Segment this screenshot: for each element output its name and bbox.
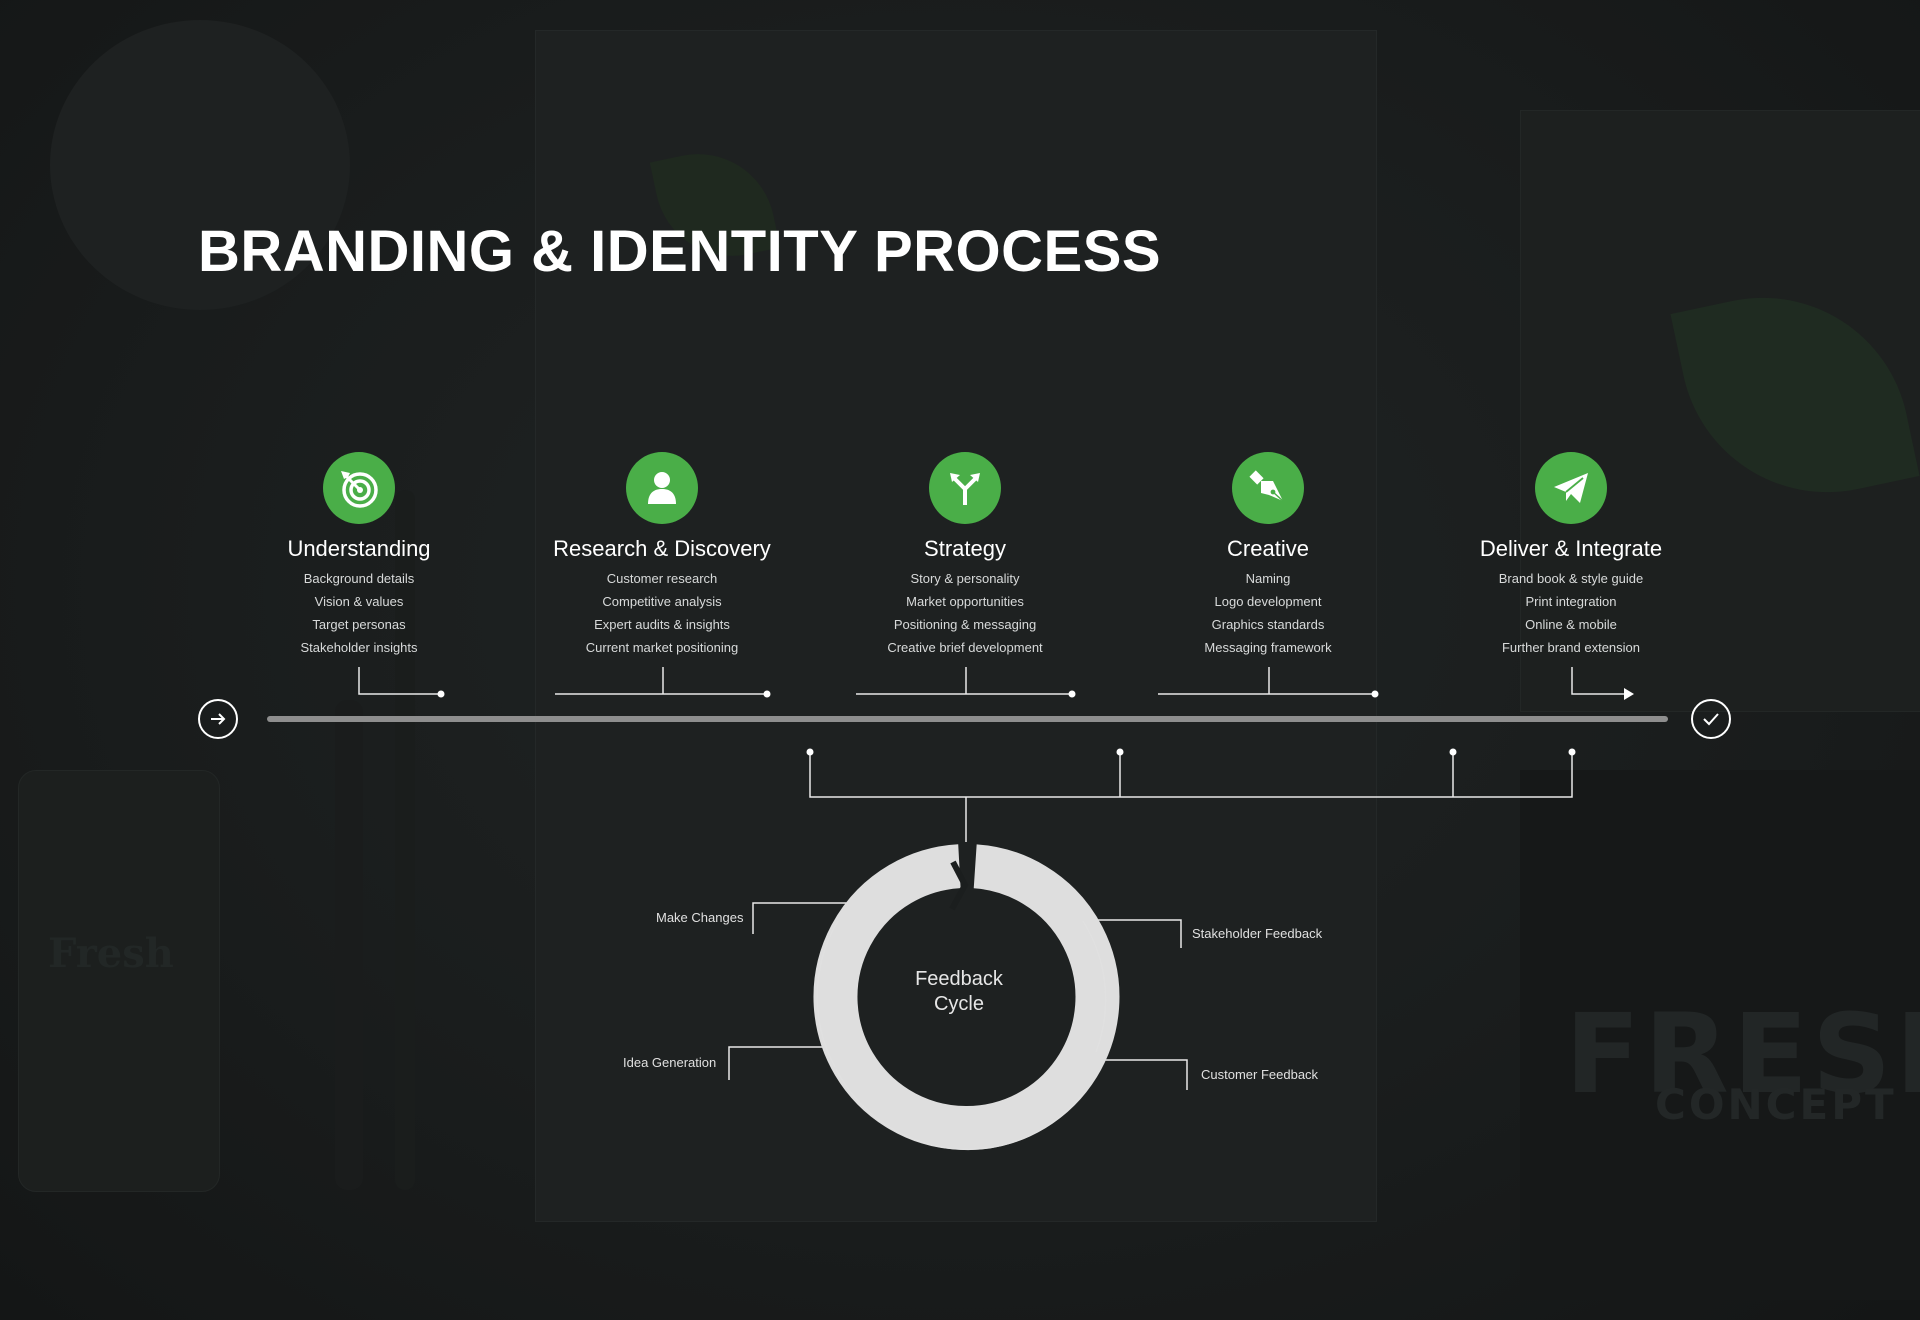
connector-customer xyxy=(1090,1059,1188,1090)
connector-make-changes xyxy=(752,902,850,934)
connector-stakeholder xyxy=(1085,919,1182,948)
step-strategy: Strategy Story & personality Market oppo… xyxy=(805,452,1125,659)
step-item: Print integration xyxy=(1525,594,1617,609)
connector-dot xyxy=(1568,748,1576,756)
step-item: Story & personality xyxy=(910,571,1020,586)
label-idea-generation: Idea Generation xyxy=(623,1055,717,1070)
step-item: Target personas xyxy=(312,617,406,632)
connector-cycle-drops xyxy=(1119,752,1454,797)
step-item: Naming xyxy=(1245,571,1291,586)
step-item: Creative brief development xyxy=(887,640,1043,655)
paper-plane-icon xyxy=(1535,452,1607,524)
background-tag xyxy=(18,770,220,1192)
step-item: Market opportunities xyxy=(906,594,1024,609)
step-items: Naming Logo development Graphics standar… xyxy=(1108,567,1428,659)
connector-understanding xyxy=(358,667,441,695)
step-creative: Creative Naming Logo development Graphic… xyxy=(1108,452,1428,659)
step-item: Messaging framework xyxy=(1204,640,1332,655)
timeline-end-button[interactable] xyxy=(1691,699,1731,739)
background-pencil xyxy=(335,700,363,1190)
step-item: Positioning & messaging xyxy=(893,617,1037,632)
arrow-right-circle-icon xyxy=(211,713,226,725)
check-circle-icon xyxy=(1703,713,1719,726)
timeline-start-button[interactable] xyxy=(198,699,238,739)
fork-arrows-icon xyxy=(929,452,1001,524)
connector-dot xyxy=(1449,748,1457,756)
pen-nib-icon xyxy=(1232,452,1304,524)
target-icon xyxy=(323,452,395,524)
feedback-cycle-notch xyxy=(949,860,969,911)
step-item: Stakeholder insights xyxy=(300,640,418,655)
connector-dot xyxy=(1116,748,1124,756)
step-items: Customer research Competitive analysis E… xyxy=(502,567,822,659)
step-item: Customer research xyxy=(606,571,718,586)
connector-dot xyxy=(763,690,771,698)
feedback-cycle-line-2: Cycle xyxy=(933,993,984,1015)
connector-dot xyxy=(806,748,814,756)
background-tag-logo: Fresh xyxy=(48,930,174,977)
label-make-changes: Make Changes xyxy=(656,910,744,925)
step-item: Logo development xyxy=(1214,594,1322,609)
connector-idea-generation xyxy=(728,1046,826,1080)
step-title: Deliver & Integrate xyxy=(1479,536,1663,561)
connector-creative xyxy=(1158,667,1375,695)
feedback-outer-arc-left xyxy=(816,920,839,1068)
step-item: Competitive analysis xyxy=(602,594,722,609)
person-icon xyxy=(626,452,698,524)
connector-arrowhead xyxy=(1624,688,1634,700)
background-card xyxy=(1520,770,1920,1300)
step-item: Vision & values xyxy=(314,594,404,609)
background-card-logo-sub: CONCEPT xyxy=(1655,1080,1897,1129)
feedback-cycle-line-1: Feedback xyxy=(915,968,1003,990)
step-item: Online & mobile xyxy=(1525,617,1617,632)
label-stakeholder-feedback: Stakeholder Feedback xyxy=(1192,926,1323,941)
feedback-cycle-center: Feedback Cycle xyxy=(873,967,1045,1017)
step-title: Strategy xyxy=(924,536,1006,561)
step-item: Expert audits & insights xyxy=(594,617,730,632)
background-pencil-2 xyxy=(395,490,415,1190)
connector-dot xyxy=(1068,690,1076,698)
page-title: BRANDING & IDENTITY PROCESS xyxy=(198,219,1162,284)
step-item: Background details xyxy=(303,571,415,586)
step-item: Further brand extension xyxy=(1501,640,1641,655)
step-items: Story & personality Market opportunities… xyxy=(805,567,1125,659)
step-item: Graphics standards xyxy=(1211,617,1325,632)
feedback-outer-arc-right xyxy=(1082,920,1107,1053)
background-card-logo: FRESH xyxy=(1565,990,1920,1118)
background-twine xyxy=(50,20,350,310)
connector-dot xyxy=(1371,690,1379,698)
connector-strategy xyxy=(856,667,1072,695)
step-deliver-integrate: Deliver & Integrate Brand book & style g… xyxy=(1411,452,1731,659)
step-title: Research & Discovery xyxy=(553,536,771,561)
step-title: Creative xyxy=(1227,536,1309,561)
label-customer-feedback: Customer Feedback xyxy=(1201,1067,1319,1082)
step-understanding: Understanding Background details Vision … xyxy=(199,452,519,659)
connector-research xyxy=(555,667,767,695)
connector-deliver xyxy=(1571,667,1624,695)
feedback-cycle-ring xyxy=(813,844,1120,1150)
step-item: Brand book & style guide xyxy=(1498,571,1644,586)
step-items: Brand book & style guide Print integrati… xyxy=(1411,567,1731,659)
step-items: Background details Vision & values Targe… xyxy=(199,567,519,659)
connector-dot xyxy=(437,690,445,698)
connector-cycle-bracket xyxy=(809,752,1573,798)
feedback-outer-arc-bottom xyxy=(835,1068,1084,1150)
step-item: Current market positioning xyxy=(585,640,739,655)
step-research-discovery: Research & Discovery Customer research C… xyxy=(502,452,822,659)
step-title: Understanding xyxy=(287,536,431,561)
